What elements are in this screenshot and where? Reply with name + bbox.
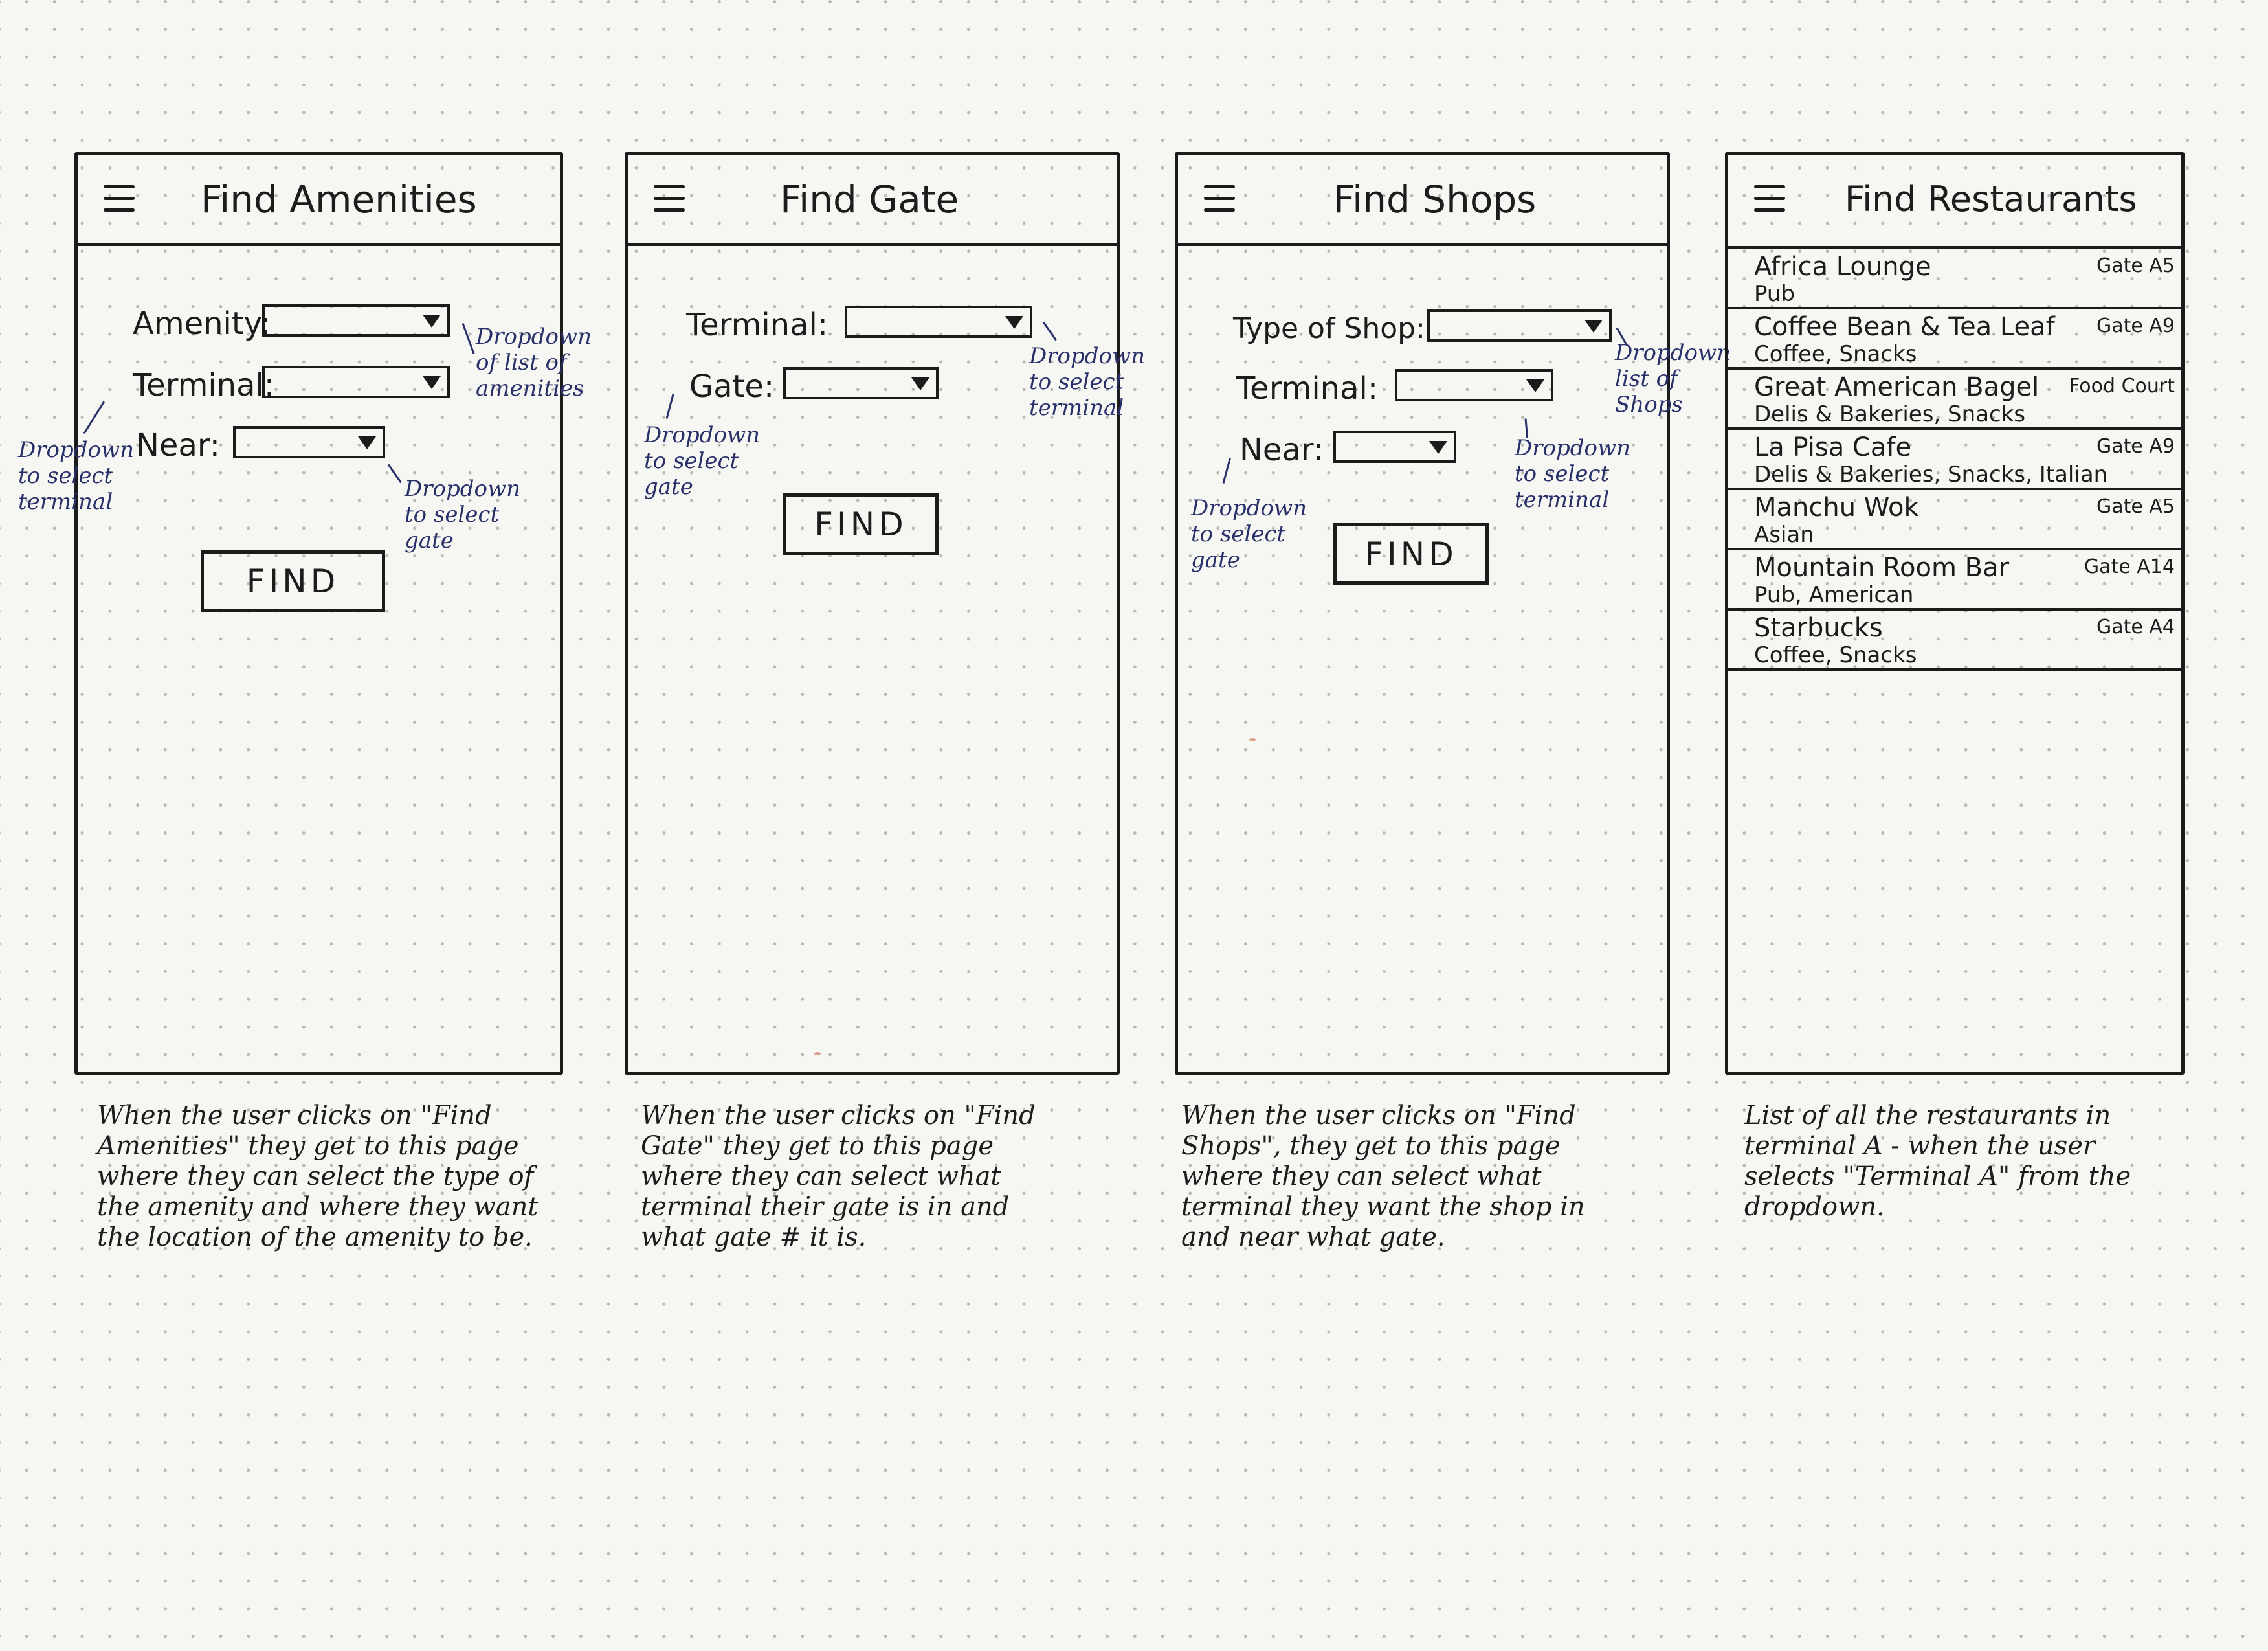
- menu-icon[interactable]: [654, 183, 686, 215]
- paper-smudge: [1249, 738, 1256, 741]
- restaurant-name: Coffee Bean & Tea Leaf: [1754, 312, 2055, 342]
- app-header: Find Shops: [1178, 155, 1667, 246]
- terminal-dropdown[interactable]: [1395, 369, 1553, 401]
- restaurant-list-item[interactable]: Africa Lounge Pub Gate A5: [1728, 249, 2181, 309]
- caption-find-restaurants: List of all the restaurants in terminal …: [1744, 1101, 2131, 1222]
- terminal-label: Terminal:: [1236, 370, 1379, 407]
- page-title: Find Restaurants: [1845, 179, 2137, 219]
- phone-frame-find-shops: Find Shops Type of Shop: Terminal: Near:…: [1175, 152, 1670, 1075]
- annotation-gate-dropdown: Dropdown to select gate: [1191, 495, 1307, 573]
- find-button[interactable]: FIND: [783, 493, 939, 555]
- restaurant-name: Great American Bagel: [1754, 372, 2040, 402]
- menu-icon[interactable]: [104, 183, 136, 215]
- restaurant-name: La Pisa Cafe: [1754, 432, 1912, 462]
- annotation-terminal-dropdown: Dropdown to select terminal: [1029, 343, 1145, 421]
- near-label: Near:: [1240, 432, 1324, 468]
- chevron-down-icon: [358, 436, 376, 449]
- restaurant-category: Pub: [1754, 281, 1796, 307]
- terminal-dropdown[interactable]: [262, 366, 450, 398]
- paper-smudge: [814, 1052, 821, 1055]
- phone-frame-find-gate: Find Gate Terminal: Gate: FIND: [625, 152, 1120, 1075]
- annotation-terminal-dropdown: Dropdown to select terminal: [18, 437, 134, 515]
- restaurant-gate: Gate A9: [2096, 435, 2175, 458]
- restaurant-gate: Gate A9: [2096, 315, 2175, 337]
- restaurant-name: Manchu Wok: [1754, 493, 1919, 522]
- amenity-dropdown[interactable]: [262, 304, 450, 337]
- find-button[interactable]: FIND: [1333, 523, 1489, 585]
- chevron-down-icon: [423, 376, 441, 389]
- terminal-label: Terminal:: [686, 307, 828, 343]
- restaurant-category: Coffee, Snacks: [1754, 341, 1917, 367]
- page-title: Find Shops: [1333, 177, 1537, 221]
- find-button[interactable]: FIND: [201, 550, 385, 612]
- shop-type-label: Type of Shop:: [1233, 312, 1425, 345]
- app-header: Find Restaurants: [1728, 155, 2181, 249]
- page-title: Find Amenities: [201, 177, 477, 221]
- restaurant-name: Starbucks: [1754, 613, 1883, 643]
- restaurant-gate: Food Court: [2069, 375, 2175, 398]
- annotation-gate-dropdown: Dropdown to select gate: [405, 476, 520, 554]
- chevron-down-icon: [1005, 316, 1023, 329]
- near-gate-dropdown[interactable]: [233, 426, 385, 458]
- near-label: Near:: [136, 427, 220, 464]
- restaurant-category: Delis & Bakeries, Snacks: [1754, 401, 2026, 427]
- restaurant-list-item[interactable]: Mountain Room Bar Pub, American Gate A14: [1728, 550, 2181, 611]
- restaurant-list-item[interactable]: Starbucks Coffee, Snacks Gate A4: [1728, 611, 2181, 671]
- restaurant-name: Africa Lounge: [1754, 252, 1931, 282]
- chevron-down-icon: [911, 377, 929, 390]
- menu-icon[interactable]: [1754, 183, 1786, 215]
- restaurant-gate: Gate A14: [2084, 556, 2175, 578]
- caption-find-amenities: When the user clicks on "Find Amenities"…: [97, 1101, 539, 1252]
- gate-label: Gate:: [689, 368, 775, 405]
- gate-dropdown[interactable]: [783, 367, 939, 399]
- app-header: Find Gate: [628, 155, 1117, 246]
- near-gate-dropdown[interactable]: [1333, 431, 1456, 463]
- phone-frame-find-restaurants: Find Restaurants Africa Lounge Pub Gate …: [1725, 152, 2185, 1075]
- menu-icon[interactable]: [1204, 183, 1236, 215]
- restaurant-list-item[interactable]: Coffee Bean & Tea Leaf Coffee, Snacks Ga…: [1728, 309, 2181, 370]
- amenity-label: Amenity:: [133, 306, 271, 342]
- terminal-label: Terminal:: [133, 367, 275, 403]
- annotation-gate-dropdown: Dropdown to select gate: [644, 422, 760, 500]
- restaurant-gate: Gate A5: [2096, 495, 2175, 518]
- restaurant-category: Pub, American: [1754, 582, 1914, 608]
- chevron-down-icon: [1429, 441, 1447, 454]
- annotation-amenity-dropdown: Dropdown of list of amenities: [476, 324, 592, 401]
- chevron-down-icon: [1526, 379, 1544, 392]
- terminal-dropdown[interactable]: [845, 306, 1032, 338]
- restaurant-category: Asian: [1754, 522, 1814, 548]
- restaurant-gate: Gate A4: [2096, 616, 2175, 638]
- restaurant-name: Mountain Room Bar: [1754, 553, 2010, 583]
- page-title: Find Gate: [780, 177, 959, 221]
- shop-type-dropdown[interactable]: [1427, 309, 1612, 342]
- chevron-down-icon: [1584, 320, 1603, 333]
- phone-frame-find-amenities: Find Amenities Amenity: Terminal: Near: …: [74, 152, 563, 1075]
- restaurant-category: Delis & Bakeries, Snacks, Italian: [1754, 462, 2108, 488]
- caption-find-gate: When the user clicks on "Find Gate" they…: [641, 1101, 1036, 1252]
- restaurant-list-item[interactable]: Great American Bagel Delis & Bakeries, S…: [1728, 370, 2181, 430]
- chevron-down-icon: [423, 315, 441, 328]
- restaurant-list-item[interactable]: La Pisa Cafe Delis & Bakeries, Snacks, I…: [1728, 430, 2181, 490]
- annotation-shops-dropdown: Dropdown list of Shops: [1615, 340, 1731, 418]
- app-header: Find Amenities: [78, 155, 560, 246]
- restaurant-category: Coffee, Snacks: [1754, 642, 1917, 668]
- caption-find-shops: When the user clicks on "Find Shops", th…: [1181, 1101, 1585, 1252]
- restaurant-gate: Gate A5: [2096, 254, 2175, 277]
- annotation-terminal-dropdown: Dropdown to select terminal: [1515, 435, 1630, 513]
- restaurant-list-item[interactable]: Manchu Wok Asian Gate A5: [1728, 490, 2181, 550]
